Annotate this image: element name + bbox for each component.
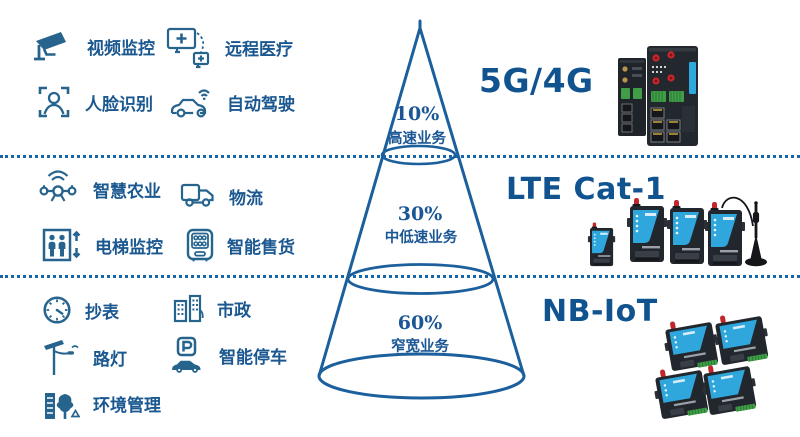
agriculture-drone-icon — [36, 170, 80, 208]
vending-machine-icon — [186, 228, 214, 262]
app-item-face-recognition: 人脸识别 — [36, 84, 153, 120]
app-item-smart-parking: 智能停车 — [170, 336, 287, 374]
telemedicine-icon — [166, 24, 212, 70]
city-buildings-icon — [172, 293, 204, 323]
tier-service-label: 中低速业务 — [384, 230, 458, 246]
device-image-lte-cat1-modems — [587, 196, 767, 267]
app-label: 抄表 — [85, 302, 119, 323]
app-label: 物流 — [229, 188, 263, 209]
tier-service-label: 高速业务 — [388, 131, 446, 147]
logistics-truck-icon — [180, 182, 216, 210]
app-item-elevator-monitoring: 电梯监控 — [42, 228, 163, 262]
app-item-environment-management: 环境管理 — [42, 384, 161, 422]
app-label: 智能停车 — [219, 347, 287, 368]
tier-percent: 30% — [397, 203, 443, 225]
app-label: 路灯 — [93, 349, 127, 370]
app-item-smart-vending: 智能售货 — [186, 228, 295, 262]
app-item-video-surveillance: 视频监控 — [32, 28, 155, 64]
segmented-cone-chart — [317, 19, 526, 400]
tier-divider-bottom — [0, 275, 800, 278]
street-light-icon — [44, 338, 80, 376]
network-label-5g4g: 5G/4G — [479, 61, 594, 100]
cctv-camera-icon — [32, 28, 74, 64]
tier-service-label: 窄宽业务 — [391, 339, 449, 355]
app-label: 自动驾驶 — [227, 94, 295, 115]
app-label: 智能售货 — [227, 237, 295, 258]
device-image-5g4g-routers — [618, 46, 698, 146]
smart-parking-icon — [170, 336, 206, 374]
environment-icon — [42, 384, 80, 422]
app-label: 市政 — [217, 300, 251, 321]
tier-divider-top — [0, 155, 800, 158]
app-label: 电梯监控 — [95, 237, 163, 258]
whip-antenna — [721, 196, 767, 267]
autonomous-driving-icon — [170, 84, 214, 120]
app-item-street-light: 路灯 — [44, 338, 127, 376]
meter-icon — [42, 295, 72, 325]
app-label: 人脸识别 — [85, 94, 153, 115]
app-label: 远程医疗 — [225, 39, 293, 60]
app-label: 环境管理 — [93, 395, 161, 416]
face-recognition-icon — [36, 84, 72, 120]
app-item-autonomous-driving: 自动驾驶 — [170, 84, 295, 120]
app-item-meter-reading: 抄表 — [42, 295, 119, 325]
app-item-telemedicine: 远程医疗 — [166, 24, 293, 70]
network-label-nb-iot: NB-IoT — [542, 294, 658, 329]
device-image-nb-iot-modems — [650, 308, 773, 422]
app-item-municipal: 市政 — [172, 293, 251, 323]
app-label: 视频监控 — [87, 38, 155, 59]
tier-percent: 60% — [397, 312, 443, 334]
app-label: 智慧农业 — [93, 181, 161, 202]
elevator-icon — [42, 228, 82, 262]
app-item-smart-agriculture: 智慧农业 — [36, 170, 161, 208]
app-item-logistics: 物流 — [180, 182, 263, 210]
tier-percent: 10% — [394, 103, 440, 125]
